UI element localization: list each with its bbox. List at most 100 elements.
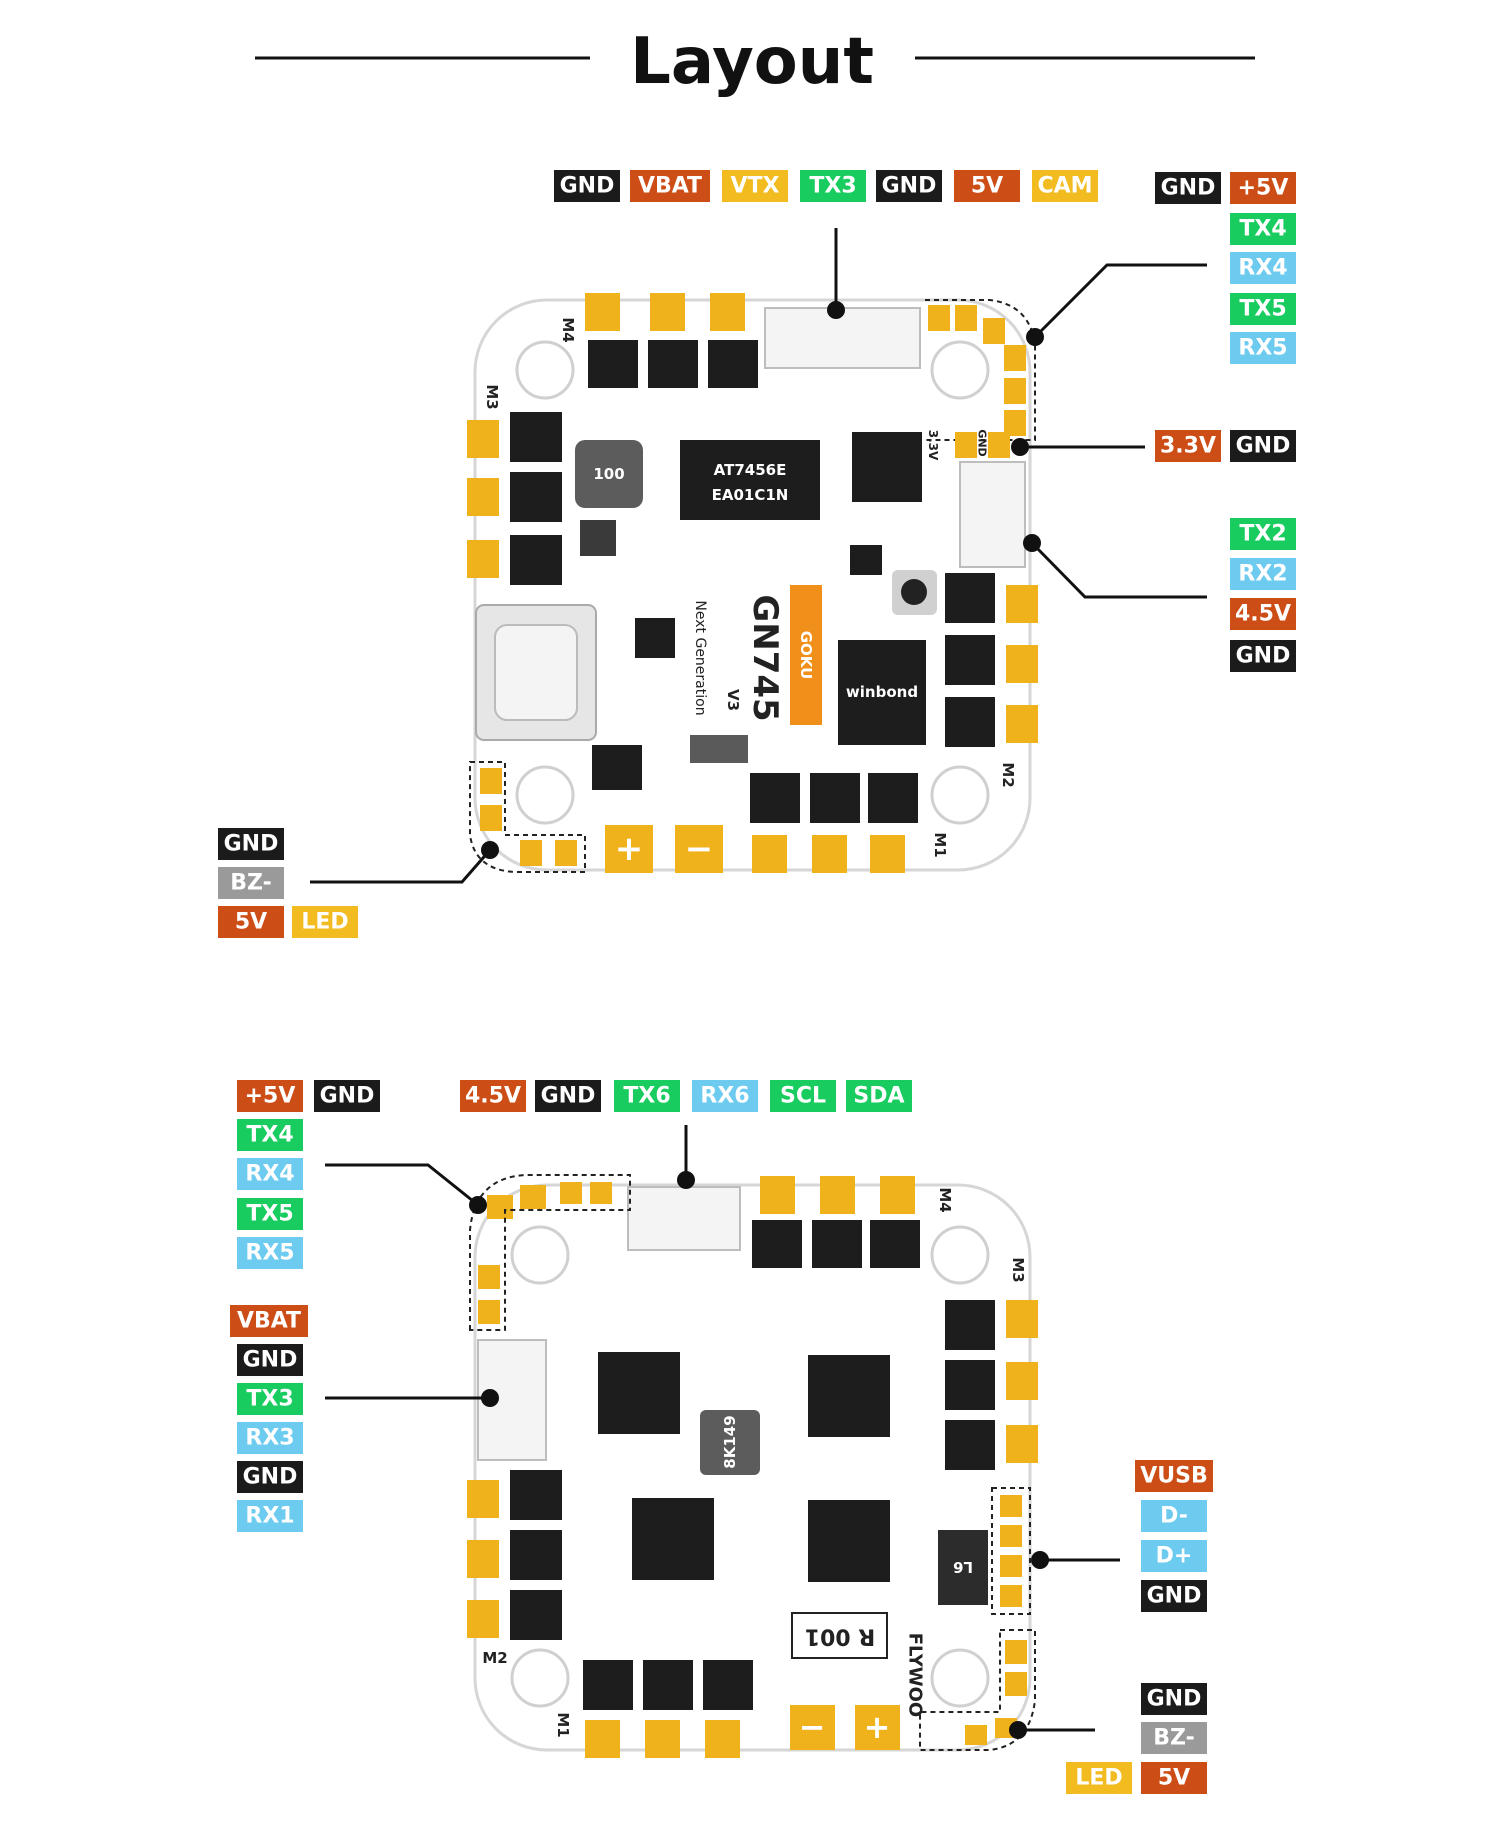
connector-vtx bbox=[764, 307, 921, 369]
pad bbox=[478, 1265, 500, 1289]
motor-pad bbox=[1006, 1300, 1038, 1338]
mosfet-chip bbox=[643, 1660, 693, 1710]
leader-dot bbox=[1026, 328, 1044, 346]
flash-chip bbox=[838, 640, 926, 745]
pin-label: GND bbox=[243, 1348, 298, 1373]
pin-label: TX4 bbox=[1239, 217, 1286, 242]
tagline-text: Next Generation bbox=[692, 600, 708, 715]
pad bbox=[988, 432, 1010, 458]
pad bbox=[520, 840, 542, 866]
leader-dot bbox=[1023, 534, 1041, 552]
pin-label: TX5 bbox=[246, 1202, 293, 1227]
pin-label-bg bbox=[1141, 1762, 1207, 1794]
top-connector-labels: GND VBAT VTX TX3 GND 5V CAM bbox=[554, 170, 1098, 202]
motor-pad bbox=[585, 1720, 620, 1758]
battery-minus-silk: − bbox=[799, 1708, 826, 1746]
pin-label-bg bbox=[1230, 558, 1296, 590]
pin-label-bg bbox=[218, 828, 284, 860]
small-chip bbox=[580, 520, 616, 556]
pin-label-bg bbox=[460, 1080, 526, 1112]
pin-label-bg bbox=[1155, 430, 1221, 462]
pin-label-bg bbox=[292, 906, 358, 938]
pin-label-bg bbox=[314, 1080, 380, 1112]
leader-dot bbox=[469, 1196, 487, 1214]
pad-group-outline bbox=[991, 1487, 1031, 1615]
pin-label-bg bbox=[1032, 170, 1098, 202]
pin-label: TX3 bbox=[246, 1387, 293, 1412]
connector-uart6 bbox=[627, 1186, 741, 1251]
pad bbox=[1004, 345, 1026, 371]
mosfet-chip bbox=[945, 1360, 995, 1410]
motor-label-m4: M4 bbox=[559, 317, 577, 342]
pin-label: VBAT bbox=[638, 174, 702, 199]
battery-plus-pad bbox=[605, 825, 653, 873]
mount-hole bbox=[515, 340, 575, 400]
pin-label: 5V bbox=[971, 174, 1003, 199]
pin-label: 3.3V bbox=[1160, 434, 1216, 459]
pad bbox=[478, 1300, 500, 1324]
motor-pad bbox=[880, 1176, 915, 1214]
pin-label-bg bbox=[535, 1080, 601, 1112]
pin-label-bg bbox=[237, 1422, 303, 1454]
pad bbox=[955, 305, 977, 331]
pin-label-bg bbox=[237, 1237, 303, 1269]
shunt-label: R 001 bbox=[805, 1624, 876, 1649]
pin-label: TX5 bbox=[1239, 297, 1286, 322]
pin-label: TX6 bbox=[623, 1084, 670, 1109]
pin-label-bg bbox=[237, 1461, 303, 1493]
mosfet-chip bbox=[812, 1220, 862, 1268]
pin-label-bg bbox=[1230, 518, 1296, 550]
motor-pad bbox=[752, 835, 787, 873]
motor-pad bbox=[467, 420, 499, 458]
pin-label-bg bbox=[1141, 1540, 1207, 1572]
mosfet-chip bbox=[752, 1220, 802, 1268]
page-title: Layout bbox=[630, 25, 874, 99]
motor-pad bbox=[820, 1176, 855, 1214]
battery-minus-pad bbox=[675, 825, 723, 873]
motor-label-m2: M2 bbox=[482, 1649, 507, 1667]
pin-label: VBAT bbox=[237, 1309, 301, 1334]
motor-pad bbox=[1006, 1425, 1038, 1463]
board-bottom: 8K149 L6 R 001 FLYWOO − bbox=[325, 1125, 1120, 1758]
shunt-label-box bbox=[791, 1612, 888, 1659]
leader-dot bbox=[827, 301, 845, 319]
brand-logo-text: GOKU bbox=[797, 631, 815, 680]
mount-hole bbox=[930, 1225, 990, 1285]
motor-pad bbox=[467, 540, 499, 578]
leader-dot bbox=[481, 841, 499, 859]
pin-label-bg bbox=[692, 1080, 758, 1112]
leader-dot bbox=[1031, 1551, 1049, 1569]
inductor-label: 8K149 bbox=[721, 1415, 739, 1468]
pin-label: +5V bbox=[1238, 176, 1289, 201]
pin-label: RX6 bbox=[700, 1084, 749, 1109]
pad bbox=[555, 840, 577, 866]
pad-group-outline bbox=[469, 761, 586, 873]
mount-hole bbox=[510, 1648, 570, 1708]
pin-label-bg bbox=[770, 1080, 836, 1112]
pad-group-outline bbox=[925, 299, 1036, 441]
motor-pad bbox=[467, 1600, 499, 1638]
mosfet-chip bbox=[945, 1300, 995, 1350]
pin-label-bg bbox=[554, 170, 620, 202]
pin-label-bg bbox=[237, 1344, 303, 1376]
pin-label: GND bbox=[1147, 1584, 1202, 1609]
mount-hole bbox=[930, 1648, 990, 1708]
mosfet-chip bbox=[510, 412, 562, 462]
mosfet-chip bbox=[648, 340, 698, 388]
motor-pad bbox=[1006, 585, 1038, 623]
gyro-chip bbox=[852, 432, 922, 502]
battery-minus-silk: − bbox=[685, 829, 714, 869]
motor-pad bbox=[467, 1480, 499, 1518]
leader-dot bbox=[677, 1171, 695, 1189]
top-right-labels: GND +5V TX4 RX4 TX5 RX5 3.3V GND TX2 RX2… bbox=[1155, 172, 1296, 672]
pin-label-bg bbox=[1141, 1580, 1207, 1612]
pin-label-bg bbox=[1230, 598, 1296, 630]
pin-label: TX3 bbox=[809, 174, 856, 199]
pad bbox=[1004, 378, 1026, 404]
osd-chip bbox=[680, 440, 820, 520]
mosfet-chip bbox=[870, 1220, 920, 1268]
pin-label: RX5 bbox=[1238, 336, 1287, 361]
pin-label-bg bbox=[1230, 332, 1296, 364]
mosfet-chip bbox=[810, 773, 860, 823]
mosfet-chip bbox=[510, 1530, 562, 1580]
